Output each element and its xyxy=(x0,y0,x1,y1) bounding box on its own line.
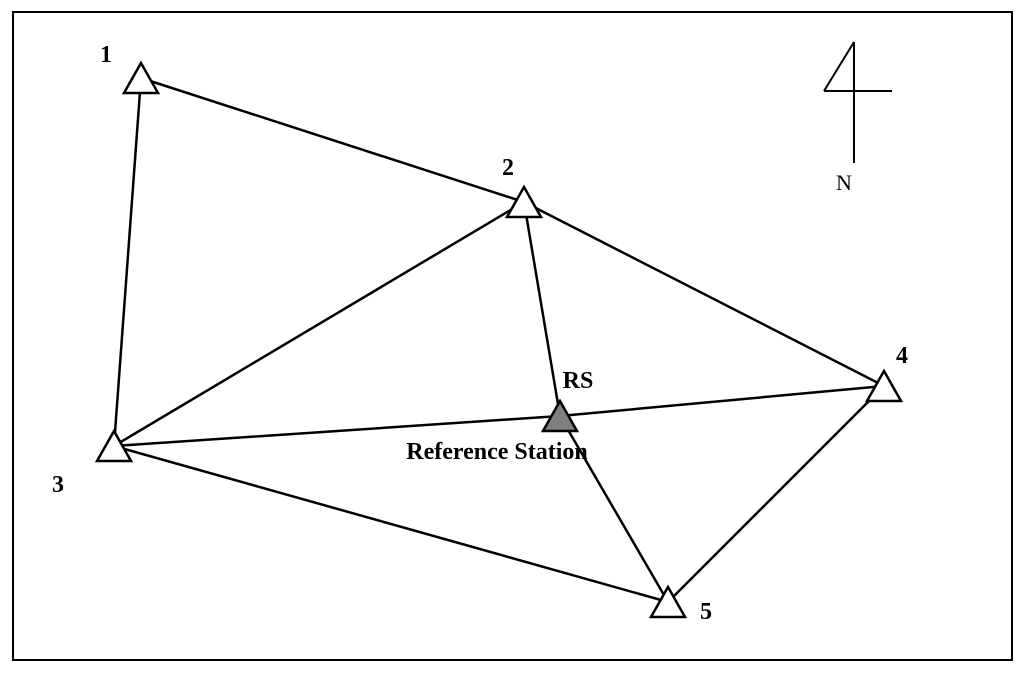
baseline-2-4 xyxy=(523,200,885,388)
station-marker-5 xyxy=(648,584,688,619)
baseline-4-5 xyxy=(667,385,885,603)
baselines xyxy=(112,76,885,604)
reference-station-label: RS xyxy=(563,368,594,394)
baseline-RS-5 xyxy=(558,415,670,603)
north-arrow-head xyxy=(823,41,855,92)
baseline-3-RS xyxy=(113,414,561,448)
baseline-RS-4 xyxy=(559,384,885,418)
baseline-1-3 xyxy=(112,77,143,447)
diagram-frame xyxy=(12,11,1013,661)
north-label: N xyxy=(836,170,852,195)
station-label-1: 1 xyxy=(100,42,112,68)
baseline-2-RS xyxy=(522,201,562,417)
baseline-2-3 xyxy=(113,200,525,448)
station-marker-1 xyxy=(121,60,161,95)
baseline-1-2 xyxy=(140,76,525,204)
station-label-4: 4 xyxy=(896,343,908,369)
station-marker-3 xyxy=(94,428,134,463)
station-markers xyxy=(94,60,904,619)
station-marker-4 xyxy=(864,368,904,403)
reference-station-caption: Reference Station xyxy=(406,439,588,465)
baseline-3-5 xyxy=(113,444,669,604)
north-arrow: N xyxy=(823,41,892,195)
station-label-2: 2 xyxy=(502,155,514,181)
reference-station-marker xyxy=(540,398,580,433)
station-marker-2 xyxy=(504,184,544,219)
station-label-5: 5 xyxy=(700,599,712,625)
station-label-3: 3 xyxy=(52,472,64,498)
